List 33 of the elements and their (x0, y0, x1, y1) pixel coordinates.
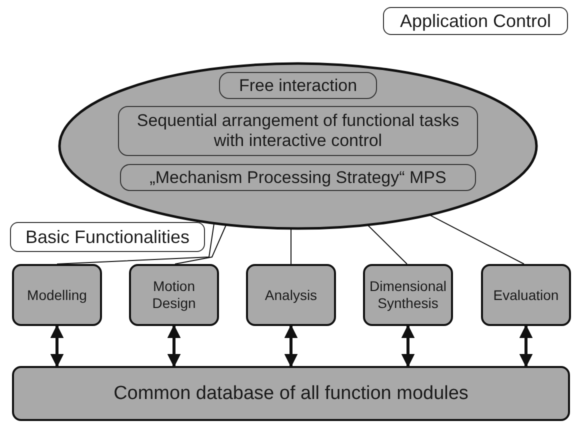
node-text: Application Control (400, 10, 552, 32)
double-arrow (50, 324, 64, 368)
module-box (12, 264, 102, 326)
node-text: „Mechanism Processing Strategy“ MPS (150, 168, 446, 188)
label-box (10, 222, 205, 252)
node-text: Evaluation (493, 286, 559, 304)
connector-line (368, 224, 408, 264)
database-box (12, 366, 570, 421)
connector-line (56, 223, 214, 264)
node-text: Common database of all function modules (114, 382, 468, 404)
node-text: Sequential arrangement of functional tasks with interactive control (136, 111, 460, 151)
node-text: Analysis (264, 286, 318, 304)
node-text: Modelling (27, 286, 87, 304)
double-arrow (519, 324, 533, 368)
connector-line (174, 224, 226, 264)
module-box (363, 264, 453, 326)
label-box (383, 7, 568, 35)
connector-line (430, 214, 524, 264)
text-box (219, 72, 377, 99)
node-text: Dimensional Synthesis (368, 278, 448, 312)
module-box (246, 264, 336, 326)
node-text: Basic Functionalities (25, 226, 190, 248)
connector-line (290, 228, 292, 264)
text-box (118, 106, 478, 156)
module-box (129, 264, 219, 326)
double-arrow (167, 324, 181, 368)
node-text: Motion Design (151, 278, 197, 312)
node-text: Free interaction (238, 76, 358, 96)
module-box (481, 264, 571, 326)
double-arrow (401, 324, 415, 368)
ellipse-shape (58, 62, 538, 230)
text-box (120, 164, 476, 191)
double-arrow (284, 324, 298, 368)
